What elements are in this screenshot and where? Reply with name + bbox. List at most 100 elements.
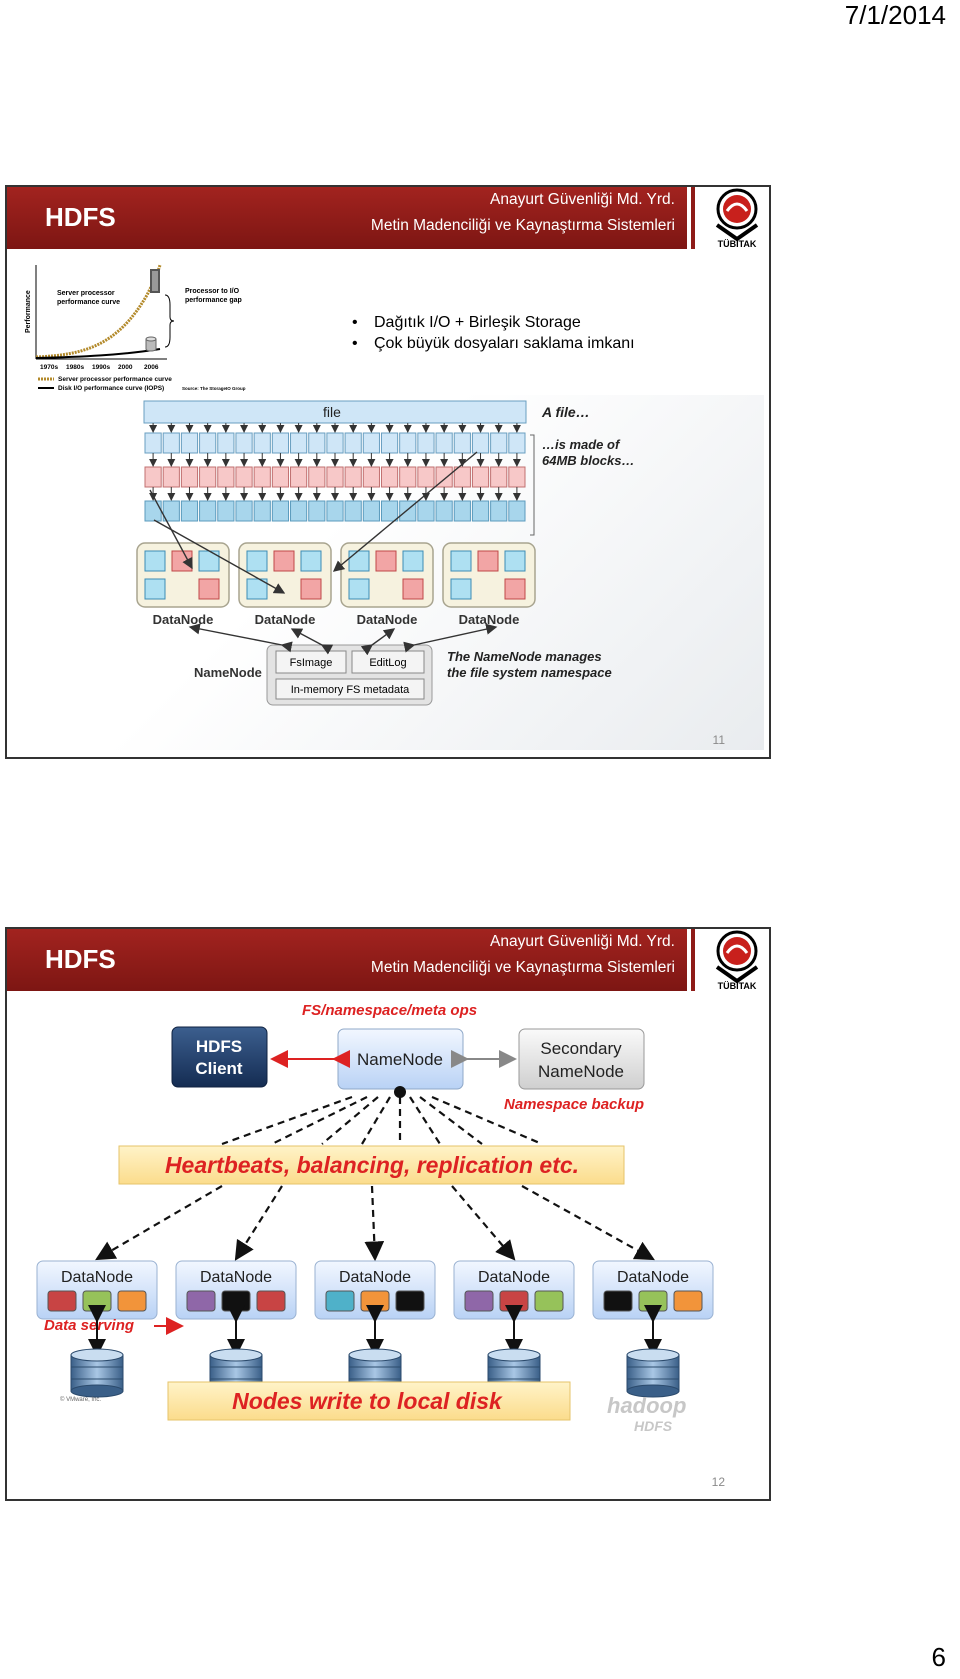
file-block: [253, 466, 271, 488]
slide-number: 12: [711, 1475, 725, 1489]
file-block: [453, 500, 471, 522]
file-block: [217, 466, 235, 488]
namenode-box-label: NameNode: [357, 1050, 443, 1069]
file-block: [308, 500, 326, 522]
disk-platter: [626, 1366, 680, 1380]
bullet-item: Çok büyük dosyaları saklama imkanı: [352, 333, 635, 354]
stored-block: [144, 550, 166, 572]
stored-block: [221, 1290, 251, 1312]
bullet-list: Dağıtık I/O + Birleşik Storage Çok büyük…: [352, 312, 635, 354]
datanode-label: DataNode: [478, 1269, 550, 1286]
disk-icon: [70, 1348, 124, 1362]
tubitak-label: TÜBİTAK: [717, 239, 757, 249]
tubitak-label: TÜBİTAK: [717, 981, 757, 991]
datanode-label: DataNode: [153, 612, 214, 627]
org-line-1: Anayurt Güvenliği Md. Yrd.: [490, 191, 675, 208]
file-block: [199, 500, 217, 522]
file-block: [399, 432, 417, 454]
disk-platter: [348, 1366, 402, 1380]
file-block: [308, 466, 326, 488]
stored-block: [402, 550, 424, 572]
tubitak-emblem-icon: [715, 188, 759, 242]
stored-block: [325, 1290, 355, 1312]
file-block: [508, 500, 526, 522]
file-block: [235, 466, 253, 488]
stored-block: [273, 550, 295, 572]
dashed-link: [95, 1185, 223, 1261]
stored-block: [375, 550, 397, 572]
page-date: 7/1/2014: [844, 0, 946, 30]
file-block: [344, 466, 362, 488]
disk-icon: [348, 1348, 402, 1362]
header-stripe: [691, 929, 695, 991]
hdfs-word: HDFS: [634, 1418, 673, 1434]
page-number: 6: [931, 1642, 946, 1672]
stored-block: [673, 1290, 703, 1312]
file-block: [253, 432, 271, 454]
file-block: [180, 500, 199, 522]
stored-block: [402, 578, 424, 600]
file-block: [417, 466, 435, 488]
datanode-label: DataNode: [357, 612, 418, 627]
hadoop-word: hadoop: [607, 1393, 686, 1418]
file-block: [490, 466, 508, 488]
file-block: [435, 500, 453, 522]
dashed-link: [409, 1096, 441, 1145]
stored-block: [504, 578, 526, 600]
file-block: [417, 500, 435, 522]
write-disk-label: Nodes write to local disk: [232, 1388, 503, 1414]
client-label-1: HDFS: [196, 1037, 242, 1056]
file-block: [217, 432, 235, 454]
file-block: [144, 466, 162, 488]
perf-x-tick: 1970s: [40, 364, 58, 371]
tubitak-logo: TÜBİTAK: [707, 187, 767, 253]
stored-block: [82, 1290, 112, 1312]
perf-x-tick: 2006: [144, 364, 159, 371]
file-block: [144, 500, 162, 522]
stored-block: [395, 1290, 425, 1312]
perf-legend-disk: Disk I/O performance curve (IOPS): [58, 385, 164, 392]
perf-ylabel: Performance: [25, 290, 32, 333]
file-block: [144, 432, 162, 454]
stored-block: [246, 550, 268, 572]
dashed-link: [431, 1095, 543, 1146]
slide-number: 11: [712, 733, 725, 747]
file-block: [471, 432, 490, 454]
bullet-item: Dağıtık I/O + Birleşik Storage: [352, 312, 635, 333]
disk-base: [70, 1384, 124, 1398]
afile-note: A file…: [541, 404, 590, 420]
namenode-label: NameNode: [194, 665, 262, 680]
vmware-copyright: © VMware, Inc.: [60, 1396, 101, 1403]
fsimage-label: FsImage: [290, 657, 333, 669]
disk-icon: [626, 1348, 680, 1362]
file-block: [508, 466, 526, 488]
file-block: [344, 432, 362, 454]
disk-platter: [209, 1366, 263, 1380]
disk-platter: [70, 1366, 124, 1380]
datanode-label: DataNode: [339, 1269, 411, 1286]
file-block: [326, 466, 344, 488]
performance-gap-figure: Performance Server processor performance…: [22, 255, 267, 395]
perf-x-tick: 2000: [118, 364, 133, 371]
slide-12: HDFS Anayurt Güvenliği Md. Yrd. Metin Ma…: [5, 927, 771, 1501]
file-block: [290, 432, 308, 454]
file-block: [199, 466, 217, 488]
file-block: [490, 432, 508, 454]
file-block: [162, 500, 180, 522]
datanode-label: DataNode: [617, 1269, 689, 1286]
file-block: [271, 466, 290, 488]
file-block: [362, 432, 380, 454]
file-block: [290, 500, 308, 522]
file-block: [271, 500, 290, 522]
stored-block: [534, 1290, 564, 1312]
file-block: [399, 466, 417, 488]
ns-note-1: The NameNode manages: [447, 649, 602, 664]
datanode-label: DataNode: [255, 612, 316, 627]
stored-block: [603, 1290, 633, 1312]
stored-block: [348, 578, 370, 600]
stored-block: [348, 550, 370, 572]
hdfs-blocks-figure: file A file… …is made of 64MB blocks… Da…: [22, 395, 764, 750]
